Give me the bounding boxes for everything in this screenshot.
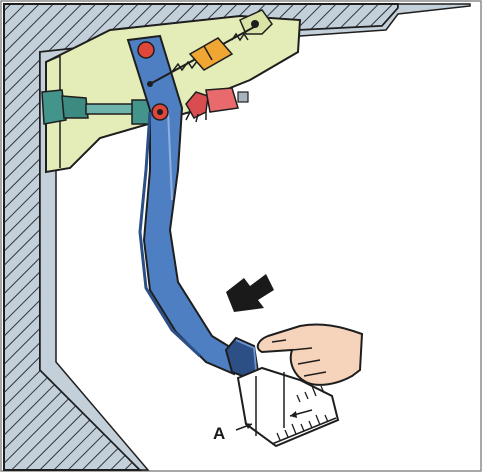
upper-pivot-bolt [138, 42, 154, 58]
pivot-center [157, 109, 163, 115]
dimension-a-label: A [213, 424, 225, 444]
